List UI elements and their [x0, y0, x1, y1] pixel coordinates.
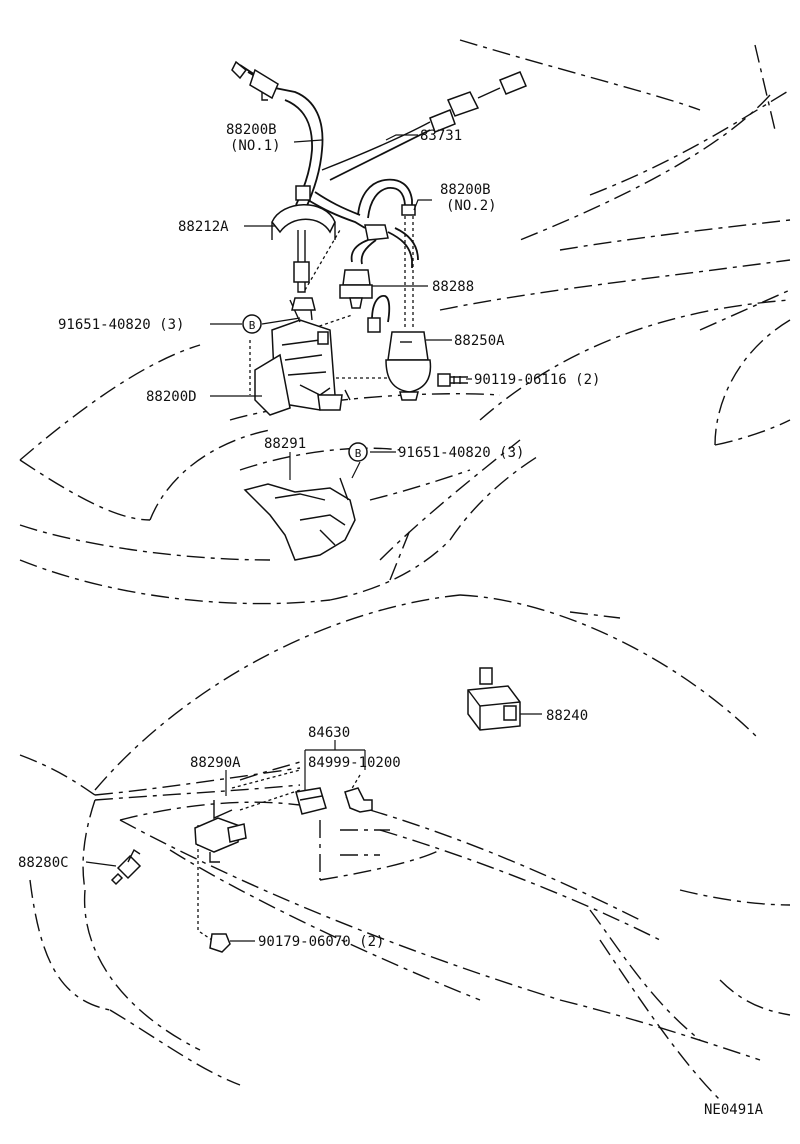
callout-90119: 90119-06116 (2): [474, 372, 600, 388]
callout-88250a: 88250A: [454, 333, 505, 349]
callout-88280c: 88280C: [18, 855, 69, 871]
svg-text:B: B: [355, 447, 362, 460]
callout-84999: 84999-10200: [308, 755, 401, 771]
callout-88200d: 88200D: [146, 389, 197, 405]
callout-91651-mid: 91651-40820 (3): [398, 445, 524, 461]
callout-88288: 88288: [432, 279, 474, 295]
callout-83731: 83731: [420, 128, 462, 144]
callout-88290a: 88290A: [190, 755, 241, 771]
callout-88200b-no2: 88200B: [440, 182, 491, 198]
diagram-code: NE0491A: [704, 1102, 764, 1118]
callout-90179: 90179-06070 (2): [258, 934, 384, 950]
callout-88240: 88240: [546, 708, 588, 724]
svg-text:B: B: [249, 319, 256, 332]
callout-88200b-no1-sub: (NO.1): [230, 138, 281, 154]
callout-88200b-no2-sub: (NO.2): [446, 198, 497, 214]
vehicle-outline: [19, 39, 791, 1101]
callout-88200b-no1: 88200B: [226, 122, 277, 138]
callout-91651-top: 91651-40820 (3): [58, 317, 184, 333]
callout-88212a: 88212A: [178, 219, 229, 235]
callout-84630: 84630: [308, 725, 350, 741]
bolt-marker-top: B: [242, 314, 262, 334]
lower-assembly: [110, 667, 521, 953]
part-callouts: 88200B (NO.1) 83731 88200B (NO.2) 88212A…: [18, 122, 764, 1118]
callout-88291: 88291: [264, 436, 306, 452]
leader-lines: [85, 134, 542, 942]
upper-assembly: [231, 60, 527, 561]
bolt-marker-mid: B: [348, 442, 368, 462]
